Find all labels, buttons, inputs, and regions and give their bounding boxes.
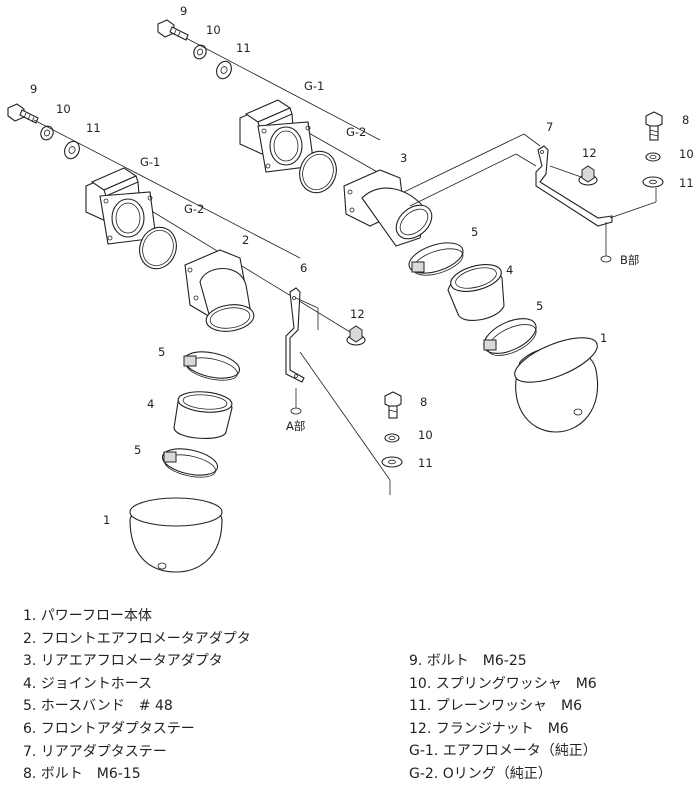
legend-item: 9. ボルト M6-25 [409,653,527,669]
legend-item: 4. ジョイントホース [23,675,153,692]
airflow-meter-g1-right [239,99,315,173]
callout-10: 10 [418,428,433,442]
plain-washer-11-right [216,60,232,80]
callout-4: 4 [147,397,154,411]
plain-washer-11-center [381,456,403,468]
callout-g2: G-2 [346,125,366,139]
bolt-8-center [384,391,402,419]
legend-item: G-2. Oリング（純正） [409,765,552,782]
hose-band-5-right-lower [483,318,537,356]
callout-8: 8 [420,395,427,409]
hose-band-5-left-upper [183,351,241,381]
bolt-8-right [645,111,663,141]
callout-11: 11 [679,176,694,190]
callout-4: 4 [506,263,513,277]
callout-12: 12 [350,307,365,321]
callout-g1: G-1 [140,155,160,169]
callout-6: 6 [300,261,307,275]
front-adapter-stay-6 [285,287,305,383]
legend-item: 5. ホースバンド # 48 [23,698,173,715]
front-airflow-adapter-2 [184,249,255,332]
legend-item: 8. ボルト M6-15 [23,766,141,783]
callout-5: 5 [471,225,478,239]
power-flow-body-1-right [514,337,599,433]
callout-10: 10 [679,147,694,161]
callout-g2: G-2 [184,202,204,216]
hose-band-5-right-upper [408,242,464,276]
callout-g1: G-1 [304,79,324,93]
detail-b-label: B部 [620,253,639,267]
bolt-9-left [7,103,39,124]
hose-band-5-left-lower [161,448,219,478]
legend-item: G-1. エアフロメータ（純正） [409,743,597,760]
legend-item: 1. パワーフロー本体 [23,608,152,624]
legend-item: 6. フロントアダプタステー [23,720,195,737]
callout-10: 10 [206,23,221,37]
detail-a-label: A部 [286,419,305,433]
callout-9: 9 [180,4,187,18]
parts-legend-right: 9. ボルト M6-25 10. スプリングワッシャ M6 11. プレーンワッ… [409,650,597,786]
callout-9: 9 [30,82,37,96]
exploded-parts-diagram: 9 10 11 G-1 G-2 3 7 12 8 10 11 B部 9 10 1… [7,4,694,573]
legend-item: 7. リアアダプタステー [23,743,167,760]
callout-5: 5 [536,299,543,313]
spring-washer-10-right [193,44,207,60]
callout-8: 8 [682,113,689,127]
spring-washer-10-left [40,125,54,141]
callout-5: 5 [158,345,165,359]
callout-11: 11 [236,41,251,55]
rear-airflow-adapter-3 [343,169,433,247]
flange-nut-12-right [578,165,598,186]
joint-hose-4-right [447,264,505,321]
callout-2: 2 [242,233,249,247]
o-ring-g2-right [299,150,337,194]
parts-legend-left: 1. パワーフロー本体 2. フロントエアフロメータアダプタ 3. リアエアフロ… [23,605,251,786]
callout-1: 1 [103,513,110,527]
airflow-meter-g1-left [85,167,157,245]
legend-item: 10. スプリングワッシャ M6 [409,675,597,692]
spring-washer-10-center [384,433,400,443]
o-ring-g2-left [139,226,177,270]
callout-11: 11 [86,121,101,135]
legend-item: 3. リアエアフロメータアダプタ [23,653,223,670]
legend-item: 11. プレーンワッシャ M6 [409,698,583,715]
plain-washer-11-left [64,140,80,160]
plain-washer-11-far-right [642,176,664,188]
legend-item: 2. フロントエアフロメータアダプタ [23,630,251,647]
spring-washer-10-far-right [645,152,661,162]
callout-1: 1 [600,331,607,345]
legend-item: 12. フランジナット M6 [409,720,569,737]
callout-7: 7 [546,120,553,134]
flange-nut-12-left [346,325,366,346]
bolt-9-right [157,19,189,41]
joint-hose-4-left [173,391,233,439]
callout-11: 11 [418,456,433,470]
callout-5: 5 [134,443,141,457]
power-flow-body-1-left [129,497,223,573]
callout-10: 10 [56,102,71,116]
callout-12: 12 [582,146,597,160]
rear-adapter-stay-7 [535,145,613,227]
callout-3: 3 [400,151,407,165]
